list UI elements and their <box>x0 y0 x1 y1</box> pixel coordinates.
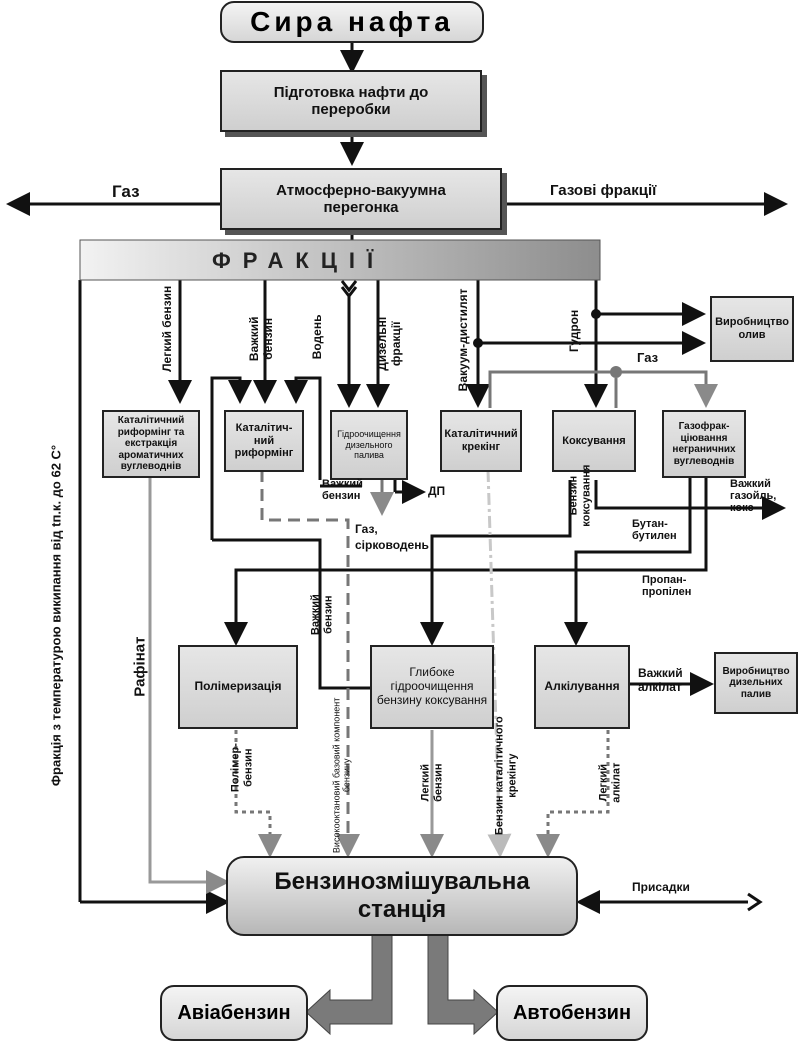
process-diesel-hydrotreating: Гідроочищення дизельного палива <box>330 410 408 480</box>
stream-diesel-fractions: Дизельні фракції <box>375 316 403 371</box>
stream-high-octane-component: Високооктановий базовий компонент бензин… <box>331 697 352 854</box>
stream-coking-gasoline: Бензин коксування <box>567 464 592 527</box>
stream-heavy-gasoline: Важкий бензин <box>247 316 275 362</box>
process-gas-fractionation: Газофрак-ціювання неграничних вуглеводні… <box>662 410 746 478</box>
process-oil-production: Виробництво олив <box>710 296 794 362</box>
label-gas: Газ <box>112 182 140 201</box>
stream-tar: Гудрон <box>567 309 582 353</box>
process-coking: Коксування <box>552 410 636 472</box>
process-alkylation: Алкілування <box>534 645 630 729</box>
stream-light-gasoline-2: Легкий бензин <box>419 763 444 802</box>
process-cat-cracking: Каталітичний крекінг <box>440 410 522 472</box>
process-cat-reforming: Каталітич-ний риформінг <box>224 410 304 472</box>
process-deep-hydrotreating: Глибоке гідроочищення бензину коксування <box>370 645 494 729</box>
stream-vacuum-distillate: Вакуум-дистилят <box>456 288 471 392</box>
stream-propane-propylene: Пропан-пропілен <box>642 574 692 598</box>
stream-fraction-62: Фракція з температурою википання від tп.… <box>48 444 64 787</box>
stream-light-gasoline: Легкий бензин <box>160 285 175 372</box>
output-aviation-gasoline: Авіабензин <box>160 985 308 1041</box>
step-oil-preparation: Підготовка нафти до переробки <box>220 70 482 132</box>
stream-heavy-gasoline-2: Важкий бензин <box>322 478 363 503</box>
stream-gas-2: Газ <box>637 350 659 365</box>
stream-gas-hydrogen-sulfide: Газ, сірководень <box>355 522 429 552</box>
process-diesel-production: Виробництво дизельних палив <box>714 652 798 714</box>
label-gas-fractions: Газові фракції <box>550 182 657 199</box>
stream-heavy-alkylate: Важкий алкілат <box>638 666 683 694</box>
fractions-bar-label: ФРАКЦІЇ <box>212 248 386 273</box>
stream-polymer-gasoline: Полімер-бензин <box>229 743 254 793</box>
stream-raffinate: Рафінат <box>131 636 149 697</box>
process-polymerization: Полімеризація <box>178 645 298 729</box>
output-automotive-gasoline: Автобензин <box>496 985 648 1041</box>
stream-additives: Присадки <box>632 880 690 894</box>
stream-butane-butylene: Бутан-бутилен <box>632 518 677 542</box>
blending-station: Бензинозмішувальна станція <box>226 856 578 936</box>
stream-light-alkylate: Легкий алкілат <box>597 762 622 803</box>
title-crude-oil: Сира нафта <box>220 1 484 43</box>
stream-heavy-gasoil-coke: Важкий газойль, кокс <box>730 478 777 514</box>
stream-heavy-gasoline-3: Важкий бензин <box>309 594 334 636</box>
step-atmospheric-vacuum-distillation: Атмосферно-вакуумна перегонка <box>220 168 502 230</box>
stream-cat-cracking-gasoline: Бензин каталітичного крекінгу <box>493 716 518 836</box>
stream-hydrogen: Водень <box>310 314 325 360</box>
stream-dp: ДП <box>428 484 446 498</box>
process-cat-reforming-extraction: Каталітичний риформінг та екстракція аро… <box>102 410 200 478</box>
